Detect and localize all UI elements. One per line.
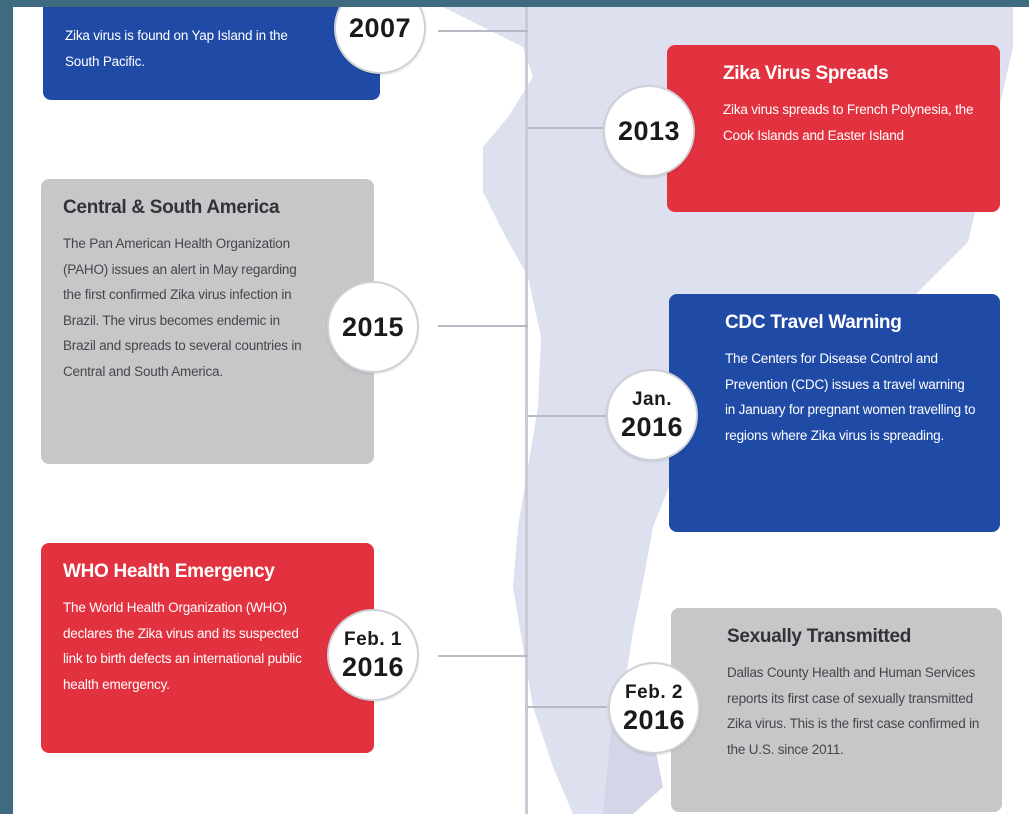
year-badge-2015: 2015 [327, 281, 419, 373]
year-badge-feb2-2016: Feb. 2 2016 [608, 662, 700, 754]
date-label-feb2-2016: Feb. 2 [625, 682, 683, 703]
year-badge-feb1-2016: Feb. 1 2016 [327, 609, 419, 701]
event-title-2013: Zika Virus Spreads [723, 63, 889, 84]
event-title-feb1-2016: WHO Health Emergency [63, 561, 275, 582]
event-body-feb1-2016: The World Health Organization (WHO) decl… [63, 600, 302, 692]
event-body-feb2-2016: Dallas County Health and Human Services … [727, 665, 980, 757]
event-body-2015: The Pan American Health Organization (PA… [63, 236, 302, 379]
year-badge-2013: 2013 [603, 85, 695, 177]
event-card-2007: Zika virus is found on Yap Island in the… [43, 7, 380, 100]
event-title-2015: Central & South America [63, 197, 280, 218]
year-label-2013: 2013 [617, 116, 681, 146]
date-label-feb1-2016: Feb. 1 [344, 629, 402, 650]
year-label-jan2016: 2016 [620, 412, 684, 442]
year-label-2015: 2015 [341, 312, 405, 342]
connector-jan2016 [527, 415, 607, 417]
event-card-2015: Central & South America The Pan American… [41, 179, 374, 464]
connector-2007 [438, 30, 528, 32]
event-body-2007: Zika virus is found on Yap Island in the… [65, 28, 288, 69]
event-body-jan2016: The Centers for Disease Control and Prev… [725, 351, 976, 443]
event-card-jan2016: CDC Travel Warning The Centers for Disea… [669, 294, 1000, 532]
event-card-feb2-2016: Sexually Transmitted Dallas County Healt… [671, 608, 1002, 812]
year-label-feb1-2016: 2016 [341, 652, 405, 682]
timeline-panel: Zika virus is found on Yap Island in the… [13, 7, 1029, 814]
date-label-jan2016: Jan. [631, 389, 673, 410]
event-card-feb1-2016: WHO Health Emergency The World Health Or… [41, 543, 374, 753]
year-label-feb2-2016: 2016 [622, 705, 686, 735]
connector-2013 [527, 127, 607, 129]
year-badge-jan2016: Jan. 2016 [606, 369, 698, 461]
year-label-2007: 2007 [348, 13, 412, 43]
event-title-jan2016: CDC Travel Warning [725, 312, 902, 333]
timeline-spine [525, 7, 528, 814]
connector-2015 [438, 325, 528, 327]
event-title-feb2-2016: Sexually Transmitted [727, 626, 912, 647]
connector-feb2-2016 [527, 706, 607, 708]
connector-feb1-2016 [438, 655, 528, 657]
event-card-2013: Zika Virus Spreads Zika virus spreads to… [667, 45, 1000, 212]
event-body-2013: Zika virus spreads to French Polynesia, … [723, 102, 974, 143]
